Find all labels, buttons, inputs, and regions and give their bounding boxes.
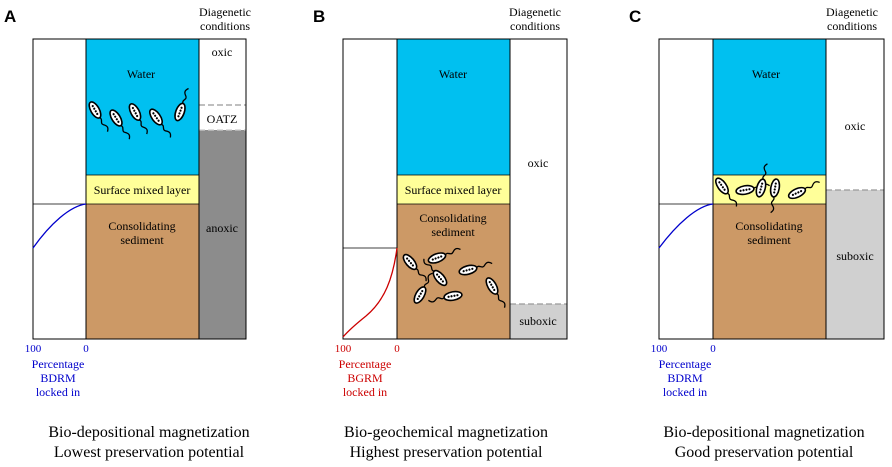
oxic-zone — [510, 39, 567, 339]
axis-title-line2: BDRM — [667, 371, 703, 385]
diagenetic-header-line1: Diagenetic — [826, 5, 878, 19]
zone-label-suboxic: suboxic — [519, 314, 556, 328]
axis-title-line3: locked in — [36, 385, 80, 399]
axis-title-line1: Percentage — [659, 357, 712, 371]
mixed-layer-label: Surface mixed layer — [405, 183, 502, 197]
axis-left-label: 100 — [335, 343, 352, 355]
surface-mixed-layer — [397, 175, 510, 204]
diagenetic-header-line2: conditions — [200, 19, 250, 33]
zone-label-oxic: oxic — [212, 45, 233, 59]
bgrm-curve — [342, 247, 398, 338]
zone-label-oatz: OATZ — [207, 112, 238, 126]
panel-letter: C — [629, 7, 641, 26]
caption-line2: Good preservation potential — [675, 444, 854, 461]
water-label: Water — [127, 67, 155, 81]
percent-axis-box — [658, 38, 714, 340]
panel-letter: A — [4, 7, 16, 26]
percent-axis-box — [32, 38, 87, 340]
axis-right-label: 0 — [710, 343, 716, 355]
axis-right-label: 0 — [394, 343, 400, 355]
sediment-layer — [86, 204, 199, 339]
diagenetic-header-line1: Diagenetic — [199, 5, 251, 19]
axis-left-label: 100 — [651, 343, 668, 355]
water-label: Water — [439, 67, 467, 81]
axis-title-line3: locked in — [663, 385, 707, 399]
axis-title-line3: locked in — [343, 385, 387, 399]
zone-label-suboxic: suboxic — [836, 249, 873, 263]
zone-label-oxic: oxic — [845, 119, 866, 133]
axis-left-label: 100 — [25, 343, 42, 355]
panel-letter: B — [313, 7, 325, 26]
axis-title-line1: Percentage — [32, 357, 85, 371]
diagenetic-header-line1: Diagenetic — [509, 5, 561, 19]
water-layer — [397, 39, 510, 175]
diagenetic-header-line2: conditions — [827, 19, 877, 33]
panel-b: B Diagenetic conditions Water Surface mi… — [313, 5, 568, 461]
percent-axis-box — [342, 38, 398, 340]
sediment-label-line2: sediment — [120, 233, 164, 247]
caption-line2: Lowest preservation potential — [54, 444, 245, 461]
caption-line2: Highest preservation potential — [350, 444, 543, 461]
axis-title-line1: Percentage — [339, 357, 392, 371]
surface-mixed-layer — [713, 175, 826, 204]
sediment-layer — [713, 204, 826, 339]
diagenetic-header-line2: conditions — [510, 19, 560, 33]
mixed-layer-label: Surface mixed layer — [94, 183, 191, 197]
sediment-label-line1: Consolidating — [108, 219, 175, 233]
water-layer — [713, 39, 826, 175]
suboxic-zone — [826, 190, 884, 339]
surface-mixed-layer — [86, 175, 199, 204]
caption-line1: Bio-geochemical magnetization — [344, 424, 548, 441]
bdrm-curve — [658, 203, 714, 249]
sediment-layer — [397, 204, 510, 339]
panel-a: A Diagenetic conditions Water Surface mi… — [4, 5, 251, 461]
sediment-label-line1: Consolidating — [419, 211, 486, 225]
panel-c: C Diagenetic conditions Water Consolidat… — [629, 5, 885, 461]
sediment-label-line2: sediment — [431, 225, 475, 239]
zone-label-oxic: oxic — [528, 156, 549, 170]
axis-title-line2: BGRM — [347, 371, 383, 385]
anoxic-zone — [199, 130, 246, 339]
suboxic-zone — [510, 304, 567, 339]
caption-line1: Bio-depositional magnetization — [663, 424, 864, 441]
zone-label-anoxic: anoxic — [206, 221, 238, 235]
sediment-label-line1: Consolidating — [735, 219, 802, 233]
axis-title-line2: BDRM — [40, 371, 76, 385]
water-label: Water — [752, 67, 780, 81]
sediment-label-line2: sediment — [747, 233, 791, 247]
bdrm-curve — [32, 203, 87, 249]
axis-right-label: 0 — [83, 343, 89, 355]
caption-line1: Bio-depositional magnetization — [48, 424, 249, 441]
